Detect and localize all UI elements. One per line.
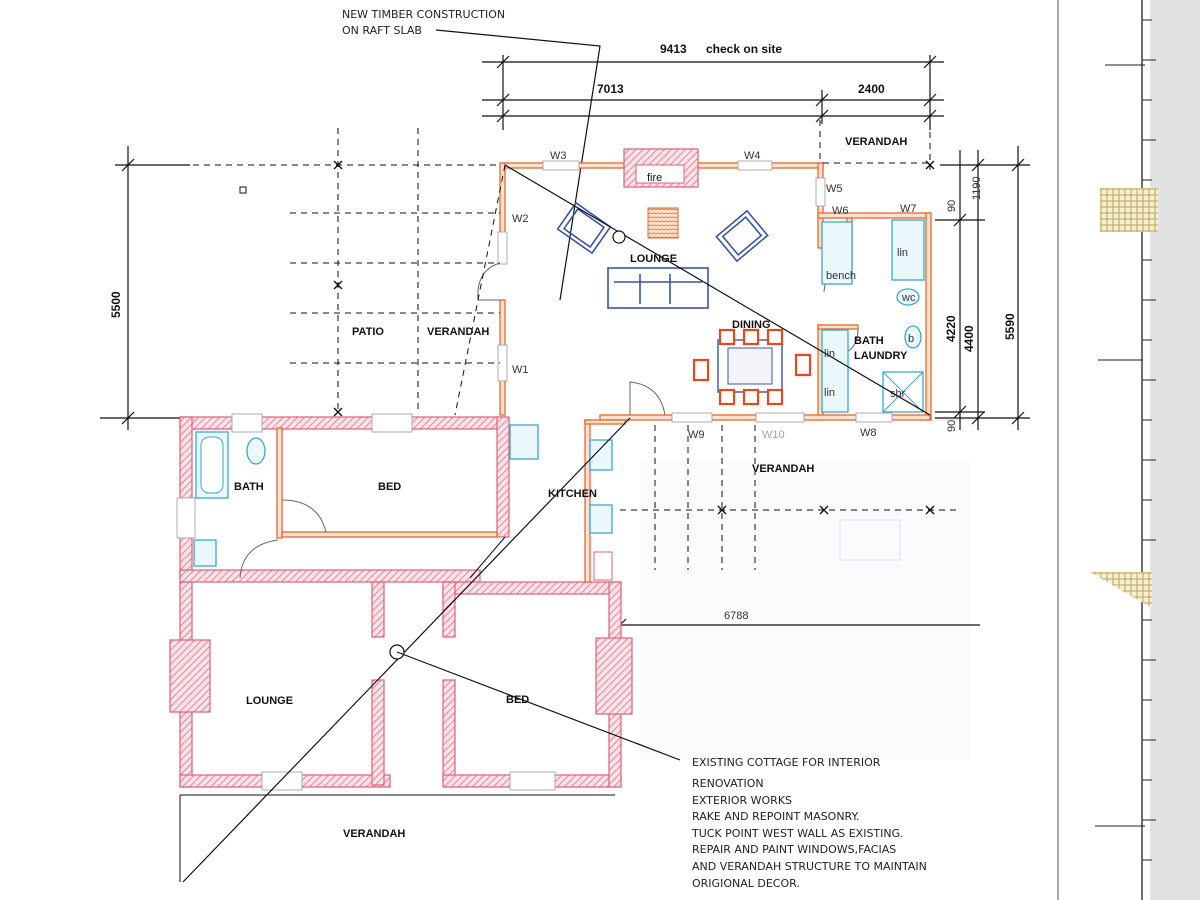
label-fire: fire xyxy=(647,172,662,184)
tag-w1: W1 xyxy=(512,364,529,376)
section-lines xyxy=(179,164,931,883)
note-line-6: REPAIR AND PAINT WINDOWS,FACIAS xyxy=(692,843,896,856)
label-bench: bench xyxy=(826,270,856,282)
label-bath-laundry-2: LAUNDRY xyxy=(854,350,908,362)
label-verandah-top: VERANDAH xyxy=(845,136,907,148)
label-verandah-bottom: VERANDAH xyxy=(343,828,405,840)
label-wc: wc xyxy=(901,292,916,304)
verandah-grids xyxy=(160,110,960,570)
dim-overall-note: check on site xyxy=(706,42,782,56)
note-line-2: RENOVATION xyxy=(692,777,764,790)
tag-w7: W7 xyxy=(900,203,917,215)
dim-right-span: 2400 xyxy=(858,82,885,96)
label-patio: PATIO xyxy=(352,326,384,338)
note-line-4: RAKE AND REPOINT MASONRY. xyxy=(692,810,860,823)
lounge-furniture xyxy=(556,201,812,406)
window-tags: W3 W4 W5 W6 W7 W2 W1 W9 W10 W8 xyxy=(512,150,917,441)
note-line-1: EXISTING COTTAGE FOR INTERIOR xyxy=(692,756,881,769)
dim-left-height: 5500 xyxy=(109,291,123,318)
tag-w4: W4 xyxy=(744,150,761,162)
note-new-construction-1: NEW TIMBER CONSTRUCTION xyxy=(342,8,505,21)
label-shr: shr xyxy=(890,388,906,400)
note-new-construction-2: ON RAFT SLAB xyxy=(342,24,422,37)
bath-laundry-fixtures xyxy=(821,219,925,413)
tag-w2: W2 xyxy=(512,213,529,225)
label-dining: DINING xyxy=(732,319,771,331)
note-line-3: EXTERIOR WORKS xyxy=(692,794,792,807)
label-verandah-right: VERANDAH xyxy=(752,463,814,475)
label-kitchen: KITCHEN xyxy=(548,488,597,500)
label-bed-top: BED xyxy=(378,481,401,493)
dim-left-span: 7013 xyxy=(597,82,624,96)
existing-cottage-walls xyxy=(169,413,633,791)
tag-w10: W10 xyxy=(762,429,785,441)
note-line-5: TUCK POINT WEST WALL AS EXISTING. xyxy=(691,827,904,840)
label-lin-3: lin xyxy=(824,387,835,399)
dim-right-mid: 4220 xyxy=(944,315,958,342)
page-edge xyxy=(1057,0,1200,900)
dim-overall: 9413 xyxy=(660,42,687,56)
label-lounge-new: LOUNGE xyxy=(630,253,677,265)
tag-w9: W9 xyxy=(688,429,705,441)
note-line-8: ORIGIONAL DECOR. xyxy=(692,877,800,890)
dim-right-bottom-small: 90 xyxy=(946,420,958,432)
tag-w8: W8 xyxy=(860,427,877,439)
cottage-fixtures xyxy=(193,424,613,581)
note-line-7: AND VERANDAH STRUCTURE TO MAINTAIN xyxy=(692,860,927,873)
room-labels: VERANDAH LOUNGE fire DINING BATH LAUNDRY… xyxy=(234,136,916,840)
label-bath-old: BATH xyxy=(234,481,264,493)
dim-right-top: 1190 xyxy=(971,176,983,200)
dim-lower: 6788 xyxy=(724,610,748,622)
label-bed-bottom: BED xyxy=(506,694,529,706)
dim-right-inner: 4400 xyxy=(962,325,976,352)
small-mark xyxy=(239,186,247,194)
cottage-renovation-note: EXISTING COTTAGE FOR INTERIOR RENOVATION… xyxy=(691,756,927,890)
dim-right-total: 5590 xyxy=(1003,313,1017,340)
label-lin-1: lin xyxy=(897,247,908,259)
tag-w5: W5 xyxy=(826,183,843,195)
label-lounge-old: LOUNGE xyxy=(246,695,293,707)
label-bath-laundry-1: BATH xyxy=(854,335,884,347)
tag-w6: W6 xyxy=(832,205,849,217)
dimension-lines xyxy=(100,55,1030,640)
label-verandah-left: VERANDAH xyxy=(427,326,489,338)
dim-right-top-small: 90 xyxy=(946,200,958,212)
tag-w3: W3 xyxy=(550,150,567,162)
label-lin-2: lin xyxy=(824,348,835,360)
label-basin: b xyxy=(908,333,914,345)
